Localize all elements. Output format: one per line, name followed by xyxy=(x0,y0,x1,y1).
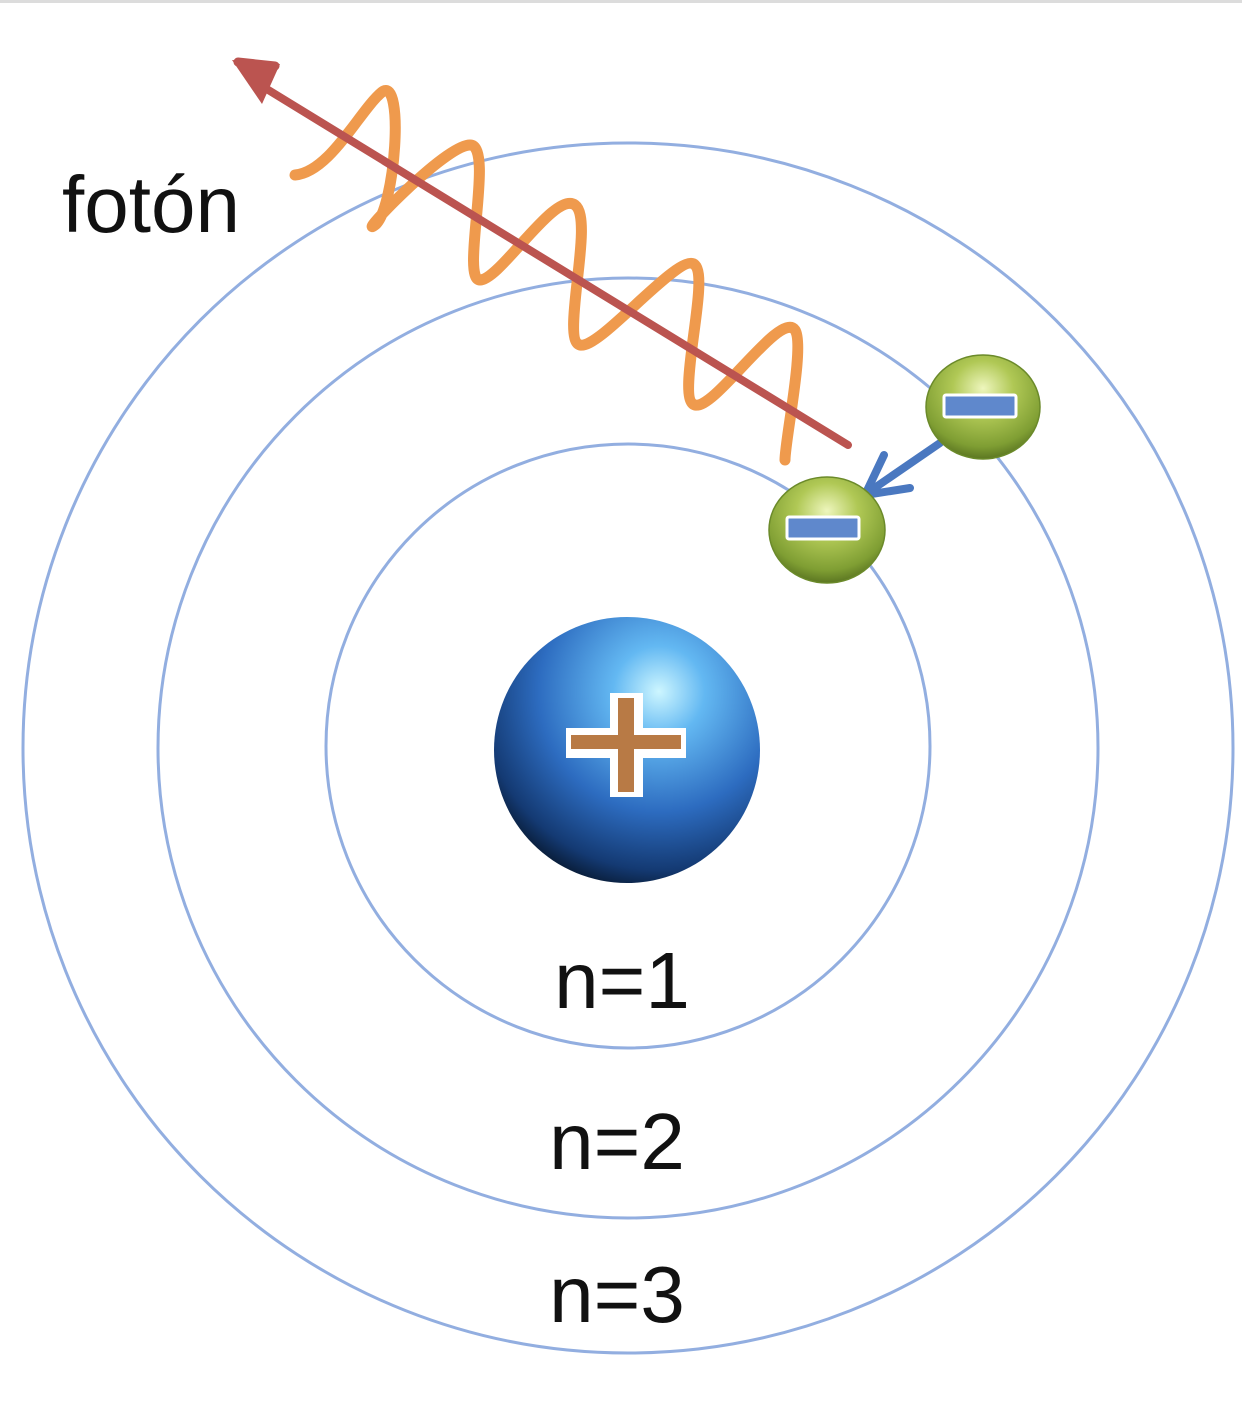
photon-wave-icon xyxy=(289,85,804,466)
top-border xyxy=(0,0,1242,3)
electron-initial xyxy=(925,354,1041,460)
orbit-n1 xyxy=(324,442,932,1050)
orbit-n2 xyxy=(156,276,1100,1220)
orbit-label-n1: n=1 xyxy=(554,936,690,1025)
transition-arrow xyxy=(861,439,944,499)
minus-icon xyxy=(942,393,1018,419)
photon-arrow xyxy=(232,57,852,449)
plus-icon xyxy=(566,693,686,797)
orbit-label-n3: n=3 xyxy=(549,1250,685,1339)
orbit-label-n2: n=2 xyxy=(549,1097,685,1186)
minus-icon xyxy=(785,515,861,541)
photon-label: fotón xyxy=(62,160,240,249)
nucleus xyxy=(494,617,760,883)
orbit-n3 xyxy=(21,141,1235,1355)
electron-final xyxy=(768,476,886,584)
orbits xyxy=(21,141,1235,1355)
